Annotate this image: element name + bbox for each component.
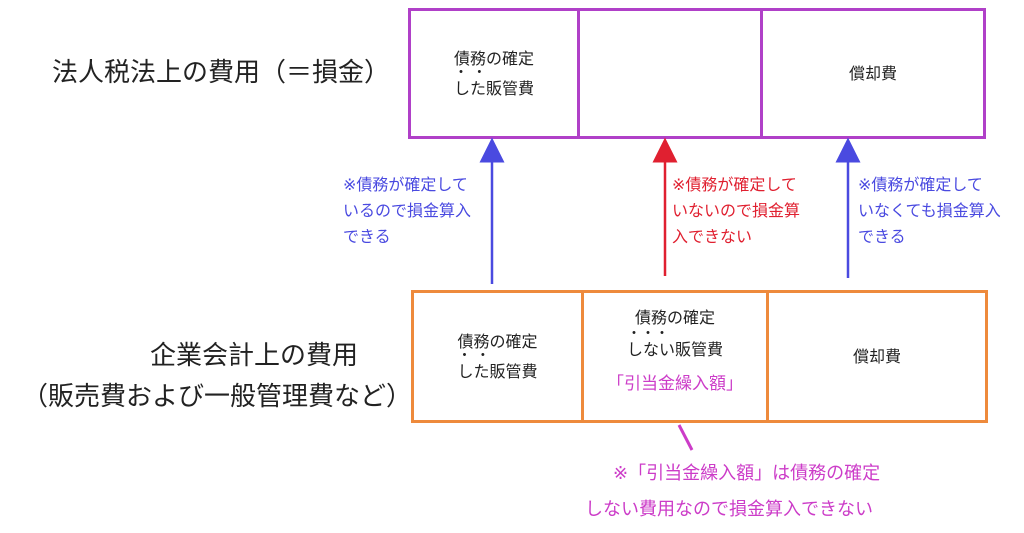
acct-cell-confirmed-line2: した販管費 [457,349,538,383]
acct-cell-unconfirmed-sga: 債務の確定 しない販管費 「引当金繰入額」 [581,293,766,420]
note-middle: ※債務が確定して いないので損金算 入できない [672,172,800,250]
note-right: ※債務が確定して いなくても損金算入 できる [858,172,1001,250]
note-right-line1: ※債務が確定して [858,175,983,194]
note-middle-line1: ※債務が確定して [672,175,797,194]
tax-cell-confirmed-sga: 債務の確定 した販管費 [411,11,577,136]
acct-cell-unconfirmed-line2: しない販管費 [627,327,724,361]
acct-cell-depreciation: 償却費 [766,293,985,420]
note-left: ※債務が確定して いるので損金算入 できる [343,172,471,250]
note-bottom-line2: しない費用なので損金算入できない [585,499,873,520]
emphasis-text: した [454,66,486,100]
accounting-row-label-line1: 企業会計上の費用 [150,341,359,371]
note-middle-line3: 入できない [672,227,753,246]
acct-cell-unconfirmed-suffix: 販管費 [675,340,724,359]
note-left-line1: ※債務が確定して [343,175,468,194]
note-middle-line2: いないので損金算 [672,201,801,220]
acct-cell-depreciation-text: 償却費 [852,346,901,366]
note-left-line3: できる [343,227,391,246]
acct-cell-confirmed-suffix: 販管費 [489,361,538,381]
emphasis-text: した [457,349,489,383]
emphasis-text: しない [627,327,675,361]
note-right-line3: できる [858,227,906,246]
acct-cell-confirmed-line1: 債務の確定 [457,331,538,351]
tax-cell-empty [577,11,760,136]
acct-cell-confirmed-sga: 債務の確定 した販管費 [414,293,581,420]
tax-cell-depreciation: 償却費 [760,11,983,136]
acct-cell-unconfirmed-line1: 債務の確定 [634,308,715,327]
tax-cell-confirmed-suffix: 販管費 [486,78,535,98]
tax-expense-box: 債務の確定 した販管費 償却費 [408,8,986,139]
note-right-line2: いなくても損金算入 [858,201,1001,220]
accounting-row-label-line2: （販売費および一般管理費など） [22,382,413,412]
tax-row-label: 法人税法上の費用（＝損金） [52,58,391,88]
provision-pointer-line [677,424,694,451]
note-bottom: ※「引当金繰入額」は債務の確定 しない費用なので損金算入できない [585,456,880,528]
accounting-expense-box: 債務の確定 した販管費 債務の確定 しない販管費 「引当金繰入額」 償却費 [411,290,988,423]
provision-highlight-label: 「引当金繰入額」 [607,374,743,394]
note-left-line2: いるので損金算入 [343,201,472,220]
note-bottom-line1: ※「引当金繰入額」は債務の確定 [613,463,881,484]
tax-cell-depreciation-text: 償却費 [848,63,897,83]
tax-cell-confirmed-line1: 債務の確定 [453,48,534,68]
tax-cell-confirmed-line2: した販管費 [454,66,535,100]
